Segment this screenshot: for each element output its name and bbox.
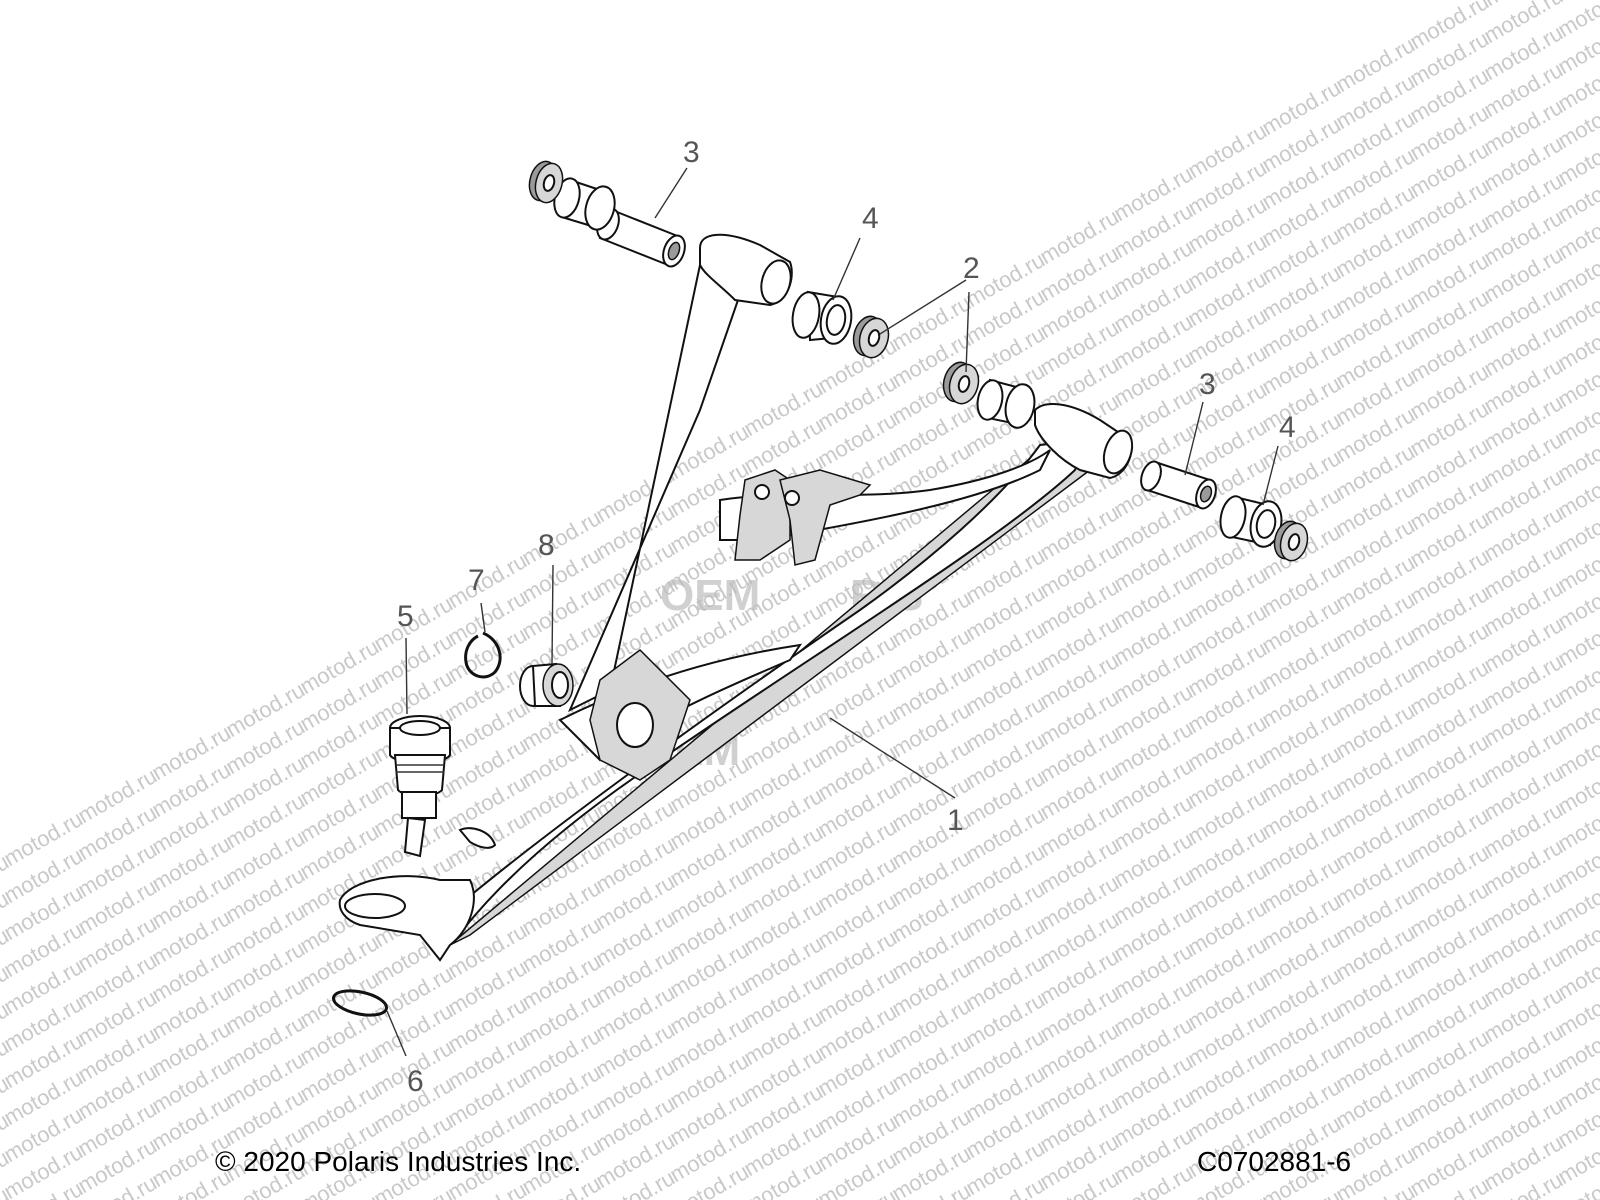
callout-2: 2 (963, 252, 980, 285)
callout-5: 5 (397, 600, 414, 633)
ball-joint[interactable] (389, 715, 451, 858)
leader-4b (1262, 445, 1279, 506)
bushing-upper-right[interactable] (789, 290, 855, 346)
callout-6: 6 (407, 1065, 424, 1098)
leader-6 (386, 1010, 407, 1057)
callout-8: 8 (538, 529, 555, 562)
snap-ring[interactable] (464, 631, 502, 679)
callout-3-upper: 3 (683, 136, 700, 169)
seal-washer-2a[interactable] (849, 313, 892, 361)
leader-1 (829, 717, 956, 799)
bushing-8[interactable] (519, 662, 574, 707)
seal-washer-upper-left[interactable] (525, 158, 566, 205)
pivot-sleeve-rear[interactable] (1137, 459, 1219, 511)
bushing-mid[interactable] (974, 378, 1038, 430)
copyright-notice: © 2020 Polaris Industries Inc. (215, 1146, 582, 1177)
leader-3a (654, 167, 688, 219)
seal-washer-2b[interactable] (939, 359, 982, 407)
leader-5 (405, 637, 408, 715)
callout-7: 7 (468, 564, 485, 597)
callout-1: 1 (947, 804, 964, 837)
callout-3-rear: 3 (1199, 368, 1216, 401)
leader-2b (965, 291, 970, 373)
seal-washer-rear[interactable] (1271, 518, 1312, 563)
oem-logo-mark: OEM (660, 571, 760, 620)
callout-4-rear: 4 (1279, 411, 1296, 444)
a-arm[interactable] (338, 233, 1137, 962)
leader-2a (879, 279, 967, 335)
bushing-rear[interactable] (1217, 494, 1286, 550)
leader-7 (480, 602, 486, 633)
leader-8 (551, 564, 554, 665)
callout-4-upper: 4 (862, 202, 879, 235)
retaining-ring[interactable] (331, 987, 389, 1020)
leader-4a (832, 237, 861, 301)
drawing-number: C0702881-6 (1197, 1146, 1352, 1177)
leader-3b (1184, 401, 1204, 476)
